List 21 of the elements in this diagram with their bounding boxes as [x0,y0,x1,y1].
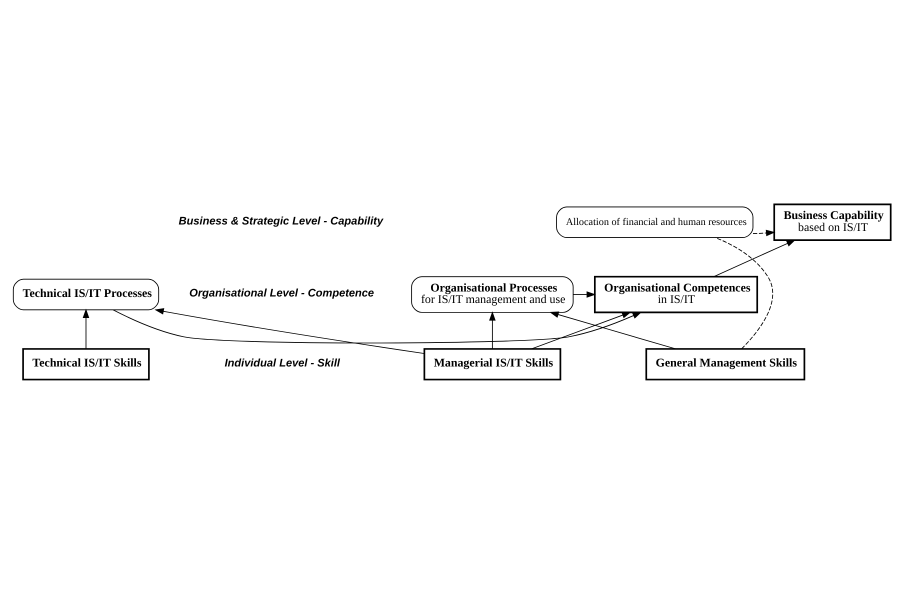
arrow [713,239,796,277]
arrow [549,311,676,349]
arrow [531,311,632,349]
node-box: Business Capability based on IS/IT [773,203,892,240]
node-box: Organisational Processes for IS/IT management and use [411,276,574,312]
label: Business & Strategic Level - Capability [178,214,384,227]
connector [715,236,774,349]
node-box: Organisational Competences in IS/IT [594,275,758,313]
label: Organisational Level - Competence [189,287,374,300]
arrow [154,308,425,354]
label: Individual Level - Skill [224,356,340,369]
arrow [112,308,642,343]
arrow [752,229,776,236]
node-box: General Management Skills [645,348,806,380]
node-box: Technical IS/IT Skills [22,348,150,380]
node-box: Managerial IS/IT Skills [424,348,562,380]
node-box: Technical IS/IT Processes [12,278,160,310]
node-box: Allocation of financial and human resources [556,206,754,238]
arrow [573,290,596,298]
arrow [82,308,90,349]
arrow [489,310,496,349]
